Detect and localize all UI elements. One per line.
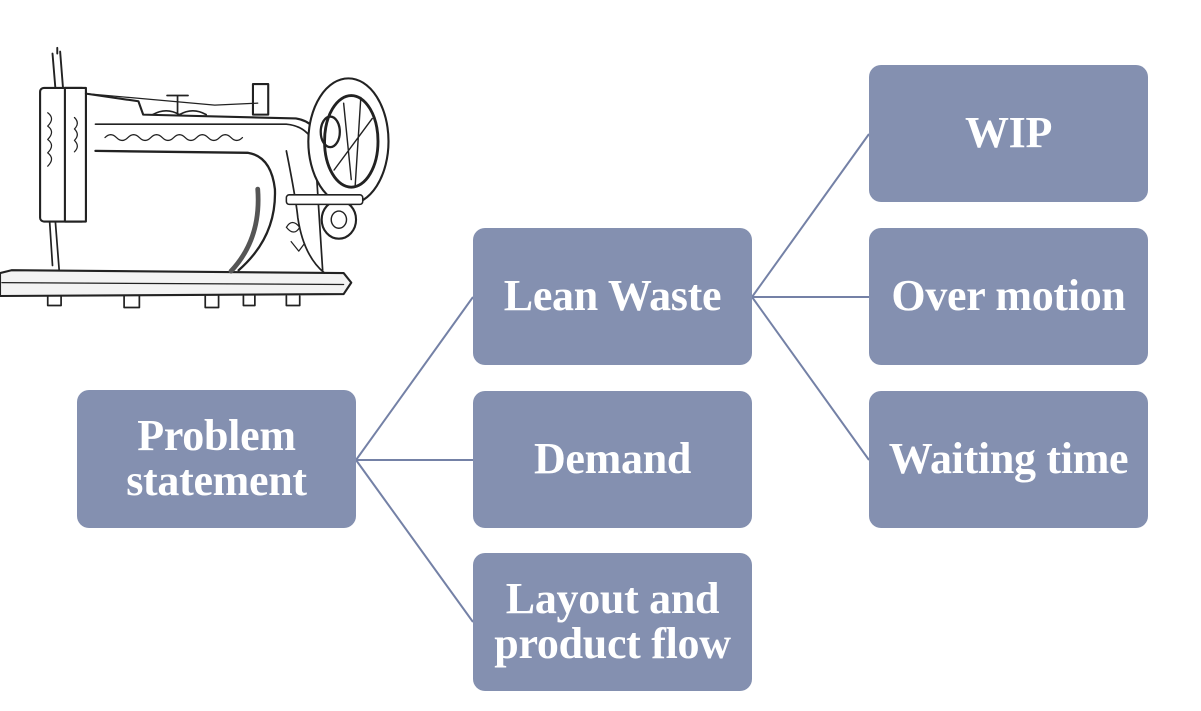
sewing-machine-icon	[0, 46, 390, 309]
connector-problem-layout	[355, 459, 474, 623]
node-layout-product-flow: Layout and product flow	[473, 553, 752, 691]
connector-lean-wip	[751, 133, 870, 298]
node-demand: Demand	[473, 391, 752, 528]
node-waiting-time: Waiting time	[869, 391, 1148, 528]
node-problem-statement: Problem statement	[77, 390, 356, 528]
connector-problem-lean	[355, 296, 474, 461]
node-wip: WIP	[869, 65, 1148, 202]
connector-lean-wait	[751, 296, 870, 461]
node-lean-waste: Lean Waste	[473, 228, 752, 365]
node-over-motion: Over motion	[869, 228, 1148, 365]
